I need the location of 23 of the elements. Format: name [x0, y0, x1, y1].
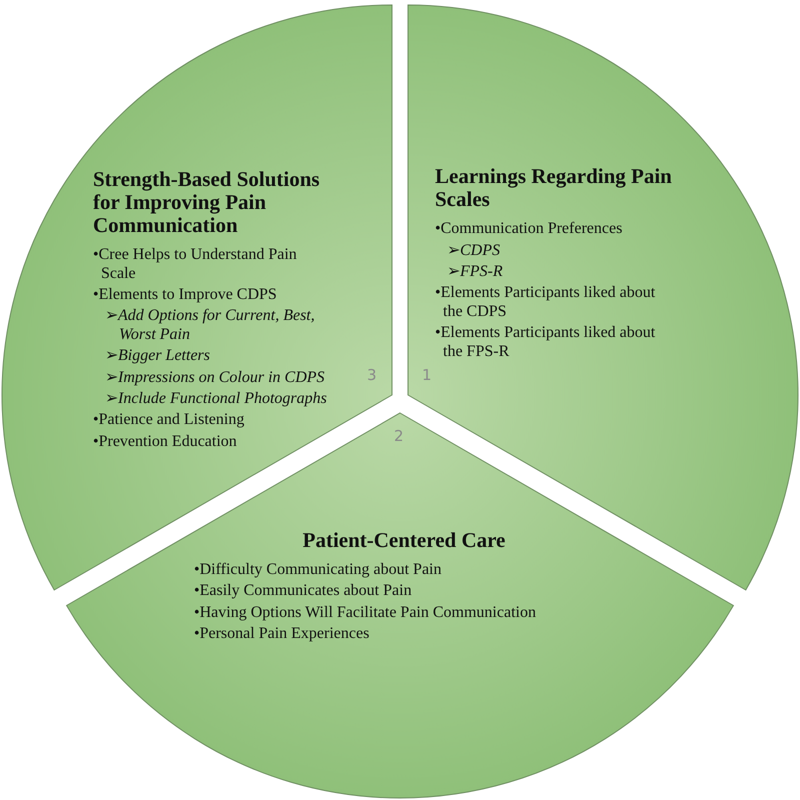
- bullet-item: •Elements to Improve CDPS: [93, 286, 278, 304]
- sub-bullet-item: ➢Include Functional Photographs: [104, 390, 328, 408]
- bullet-item: •Patience and Listening: [93, 411, 246, 430]
- bullet-item: •Elements Participants liked about the CDPS: [435, 284, 656, 322]
- sub-bullet-item: ➢CDPS: [446, 242, 501, 260]
- sector-number: 2: [394, 427, 404, 445]
- sub-bullet-item: ➢Add Options for Current, Best, Worst Pain: [104, 307, 316, 344]
- section-heading: Patient-Centered Care: [302, 529, 506, 552]
- sub-bullet-item: ➢Impressions on Colour in CDPS: [104, 368, 326, 388]
- bullet-item: •Personal Pain Experiences: [194, 625, 370, 644]
- sub-bullet-item: ➢FPS-R: [446, 262, 504, 282]
- bullet-item: •Difficulty Communicating about Pain: [194, 561, 442, 580]
- bullet-item: •Communication Preferences: [435, 220, 624, 239]
- bullet-item: •Easily Communicates about Pain: [194, 582, 413, 601]
- sub-bullet-item: ➢Bigger Letters: [104, 347, 211, 366]
- bullet-item: •Prevention Education: [93, 432, 238, 452]
- bullet-item: •Cree Helps to Understand Pain Scale: [93, 246, 298, 284]
- bullet-item: •Having Options Will Facilitate Pain Communication: [194, 604, 537, 622]
- section-heading: Learnings Regarding Pain Scales: [435, 165, 673, 212]
- sector-number: 1: [422, 366, 432, 384]
- section-heading: Strength-Based Solutions for Improving Pain Communication: [93, 168, 321, 238]
- bullet-item: •Elements Participants liked about the FPS-R: [435, 324, 656, 361]
- sector-number: 3: [367, 366, 377, 384]
